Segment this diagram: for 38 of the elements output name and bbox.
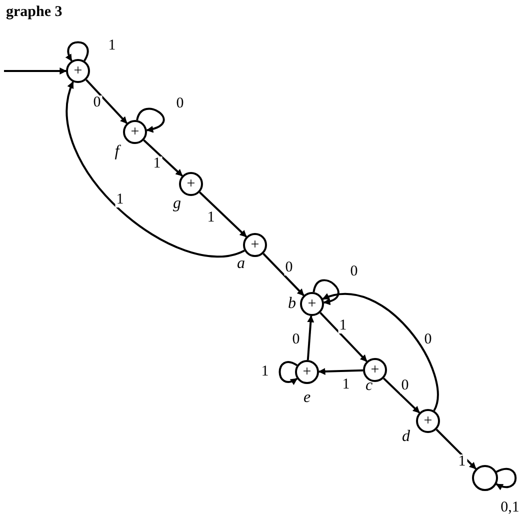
edge-label: 0,1 [500,500,520,516]
arrow [318,368,364,375]
state-circle: + [300,292,324,316]
edge-label: 1 [338,318,348,334]
loop-arrow [496,468,517,490]
edge-label: 0 [284,260,294,276]
loop-arrow [278,361,298,385]
state-name: b [288,296,296,312]
loop-arrow [136,108,165,132]
diagram-title: graphe 3 [6,4,62,21]
loop-arrow [312,279,340,304]
state-circle: + [363,358,387,382]
state-name: a [237,256,245,272]
arrow [262,252,304,296]
state-circle: + [416,409,440,433]
state-name: d [402,429,410,445]
empty-state-circle [472,465,498,491]
arrow [85,79,128,124]
state-circle: + [243,233,267,257]
arrow [143,139,183,177]
arrow [4,68,67,74]
state-name: e [303,390,311,406]
loop-arrow [66,41,89,62]
state-circle: + [123,120,147,144]
state-circle: + [295,360,319,384]
arrow [436,428,477,470]
state-name: f [114,144,120,160]
arrow [306,315,314,360]
edge-label: 1 [115,192,125,208]
arrow [66,81,245,258]
arrow [320,312,368,362]
edge-label: 0 [400,378,410,394]
state-circle: + [179,172,203,196]
arrow [382,378,420,414]
state-circle: + [66,59,90,83]
arrow [199,192,247,238]
state-name: g [173,196,181,212]
arrow [322,293,438,411]
